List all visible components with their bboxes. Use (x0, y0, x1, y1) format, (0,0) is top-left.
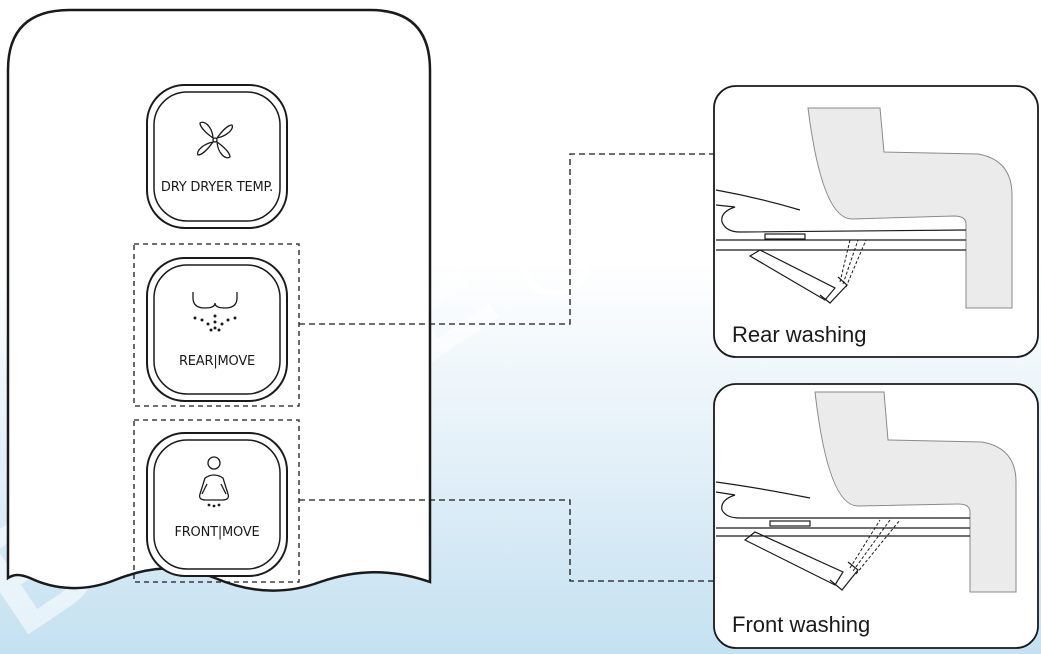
rear-washing-illustration (713, 85, 1039, 358)
watermark-registered-icon (520, 227, 590, 297)
dry-button-label: DRY DRYER TEMP. (160, 180, 274, 195)
dry-button[interactable] (146, 84, 288, 229)
rear-button-highlight (133, 243, 300, 407)
front-button-label: FRONT|MOVE (174, 525, 260, 540)
front-washing-caption: Front washing (732, 612, 870, 637)
front-washing-illustration (713, 383, 1039, 649)
front-button[interactable] (146, 432, 288, 577)
rear-button-label: REAR|MOVE (178, 354, 256, 369)
front-wash-icon (198, 456, 230, 508)
rear-washing-caption: Rear washing (732, 322, 867, 347)
front-connector-line (299, 499, 716, 582)
rear-wash-icon (192, 292, 238, 332)
rear-button[interactable] (146, 257, 288, 402)
rear-connector-line (299, 153, 716, 325)
fan-icon (197, 121, 233, 159)
front-button-highlight (133, 419, 300, 583)
